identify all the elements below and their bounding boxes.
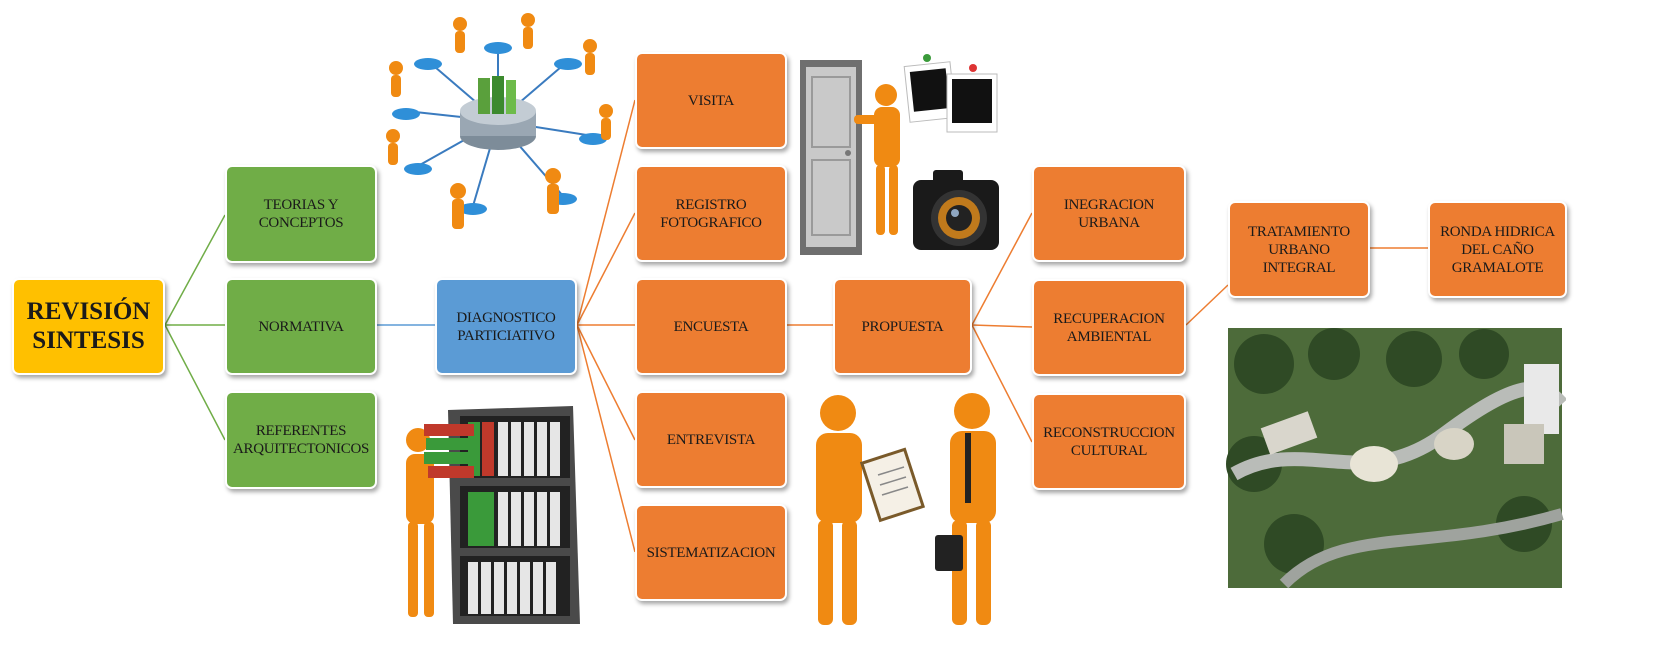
reconstruccion-label: RECONSTRUCCION CULTURAL [1043,424,1175,459]
node-encuesta: ENCUESTA [635,278,787,375]
node-recuperacion-ambiental: RECUPERACION AMBIENTAL [1032,279,1186,376]
node-visita: VISITA [635,52,787,149]
archive-shelf-illustration [406,406,580,624]
node-referentes: REFERENTES ARQUITECTONICOS [225,391,377,489]
teorias-label: TEORIAS Y CONCEPTOS [258,197,344,231]
node-normativa: NORMATIVA [225,278,377,375]
photos-camera-illustration [903,54,999,250]
network-illustration [386,13,613,229]
integracion-label: INEGRACION URBANA [1063,196,1155,231]
normativa-label: NORMATIVA [258,318,344,335]
node-integracion-urbana: INEGRACION URBANA [1032,165,1186,262]
door-visit-illustration [800,60,900,255]
node-teorias-conceptos: TEORIAS Y CONCEPTOS [225,165,377,263]
node-registro-fotografico: REGISTRO FOTOGRAFICO [635,165,787,262]
sistematizacion-label: SISTEMATIZACION [646,544,776,561]
referentes-label: REFERENTES ARQUITECTONICOS [232,423,370,457]
root-label: REVISIÓN SINTESIS [26,297,151,354]
encuesta-label: ENCUESTA [673,318,749,335]
node-sistematizacion: SISTEMATIZACION [635,504,787,601]
node-tratamiento-urbano: TRATAMIENTO URBANO INTEGRAL [1228,201,1370,298]
node-ronda-hidrica: RONDA HIDRICA DEL CAÑO GRAMALOTE [1428,201,1567,298]
tratamiento-label: TRATAMIENTO URBANO INTEGRAL [1248,223,1350,276]
entrevista-label: ENTREVISTA [666,431,756,448]
ronda-label: RONDA HIDRICA DEL CAÑO GRAMALOTE [1440,223,1555,276]
aerial-plan-image [1224,324,1566,592]
node-reconstruccion-cultural: RECONSTRUCCION CULTURAL [1032,393,1186,490]
node-propuesta: PROPUESTA [833,278,972,375]
recuperacion-label: RECUPERACION AMBIENTAL [1053,310,1165,345]
root-node: REVISIÓN SINTESIS [12,278,165,375]
registro-label: REGISTRO FOTOGRAFICO [660,196,762,231]
node-diagnostico: DIAGNOSTICO PARTICIATIVO [435,278,577,375]
diagnostico-label: DIAGNOSTICO PARTICIATIVO [456,309,556,344]
interview-illustration [816,393,996,625]
visita-label: VISITA [687,92,735,109]
node-entrevista: ENTREVISTA [635,391,787,488]
propuesta-label: PROPUESTA [861,318,944,335]
